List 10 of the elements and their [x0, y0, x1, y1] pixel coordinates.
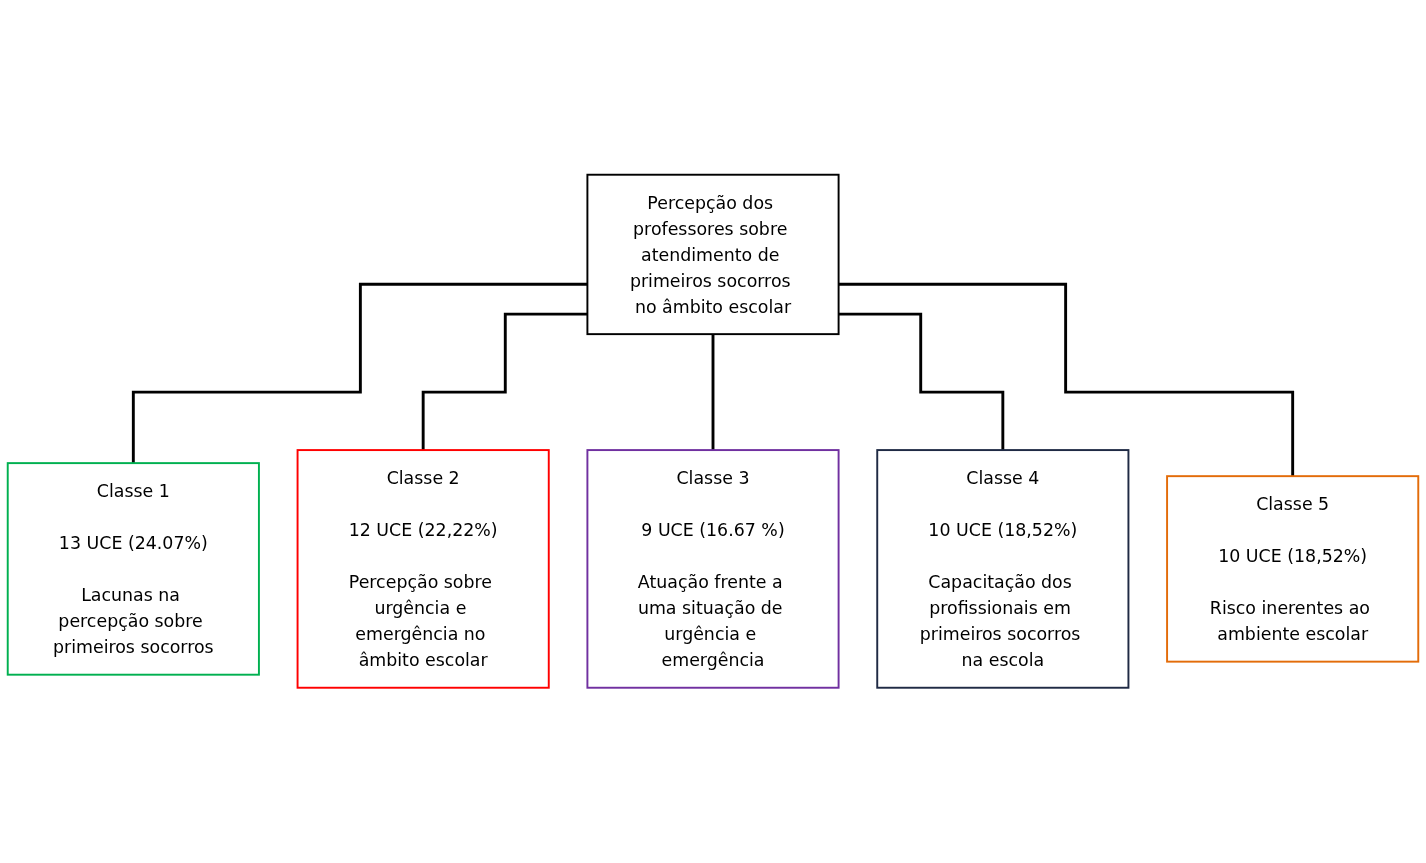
node-box: Percepção dos professores sobre atendimento de primeiros socorros no âmbito escolar: [586, 174, 840, 336]
connector: [131, 283, 588, 465]
node-box: Classe 5 10 UCE (18,52%) Risco inerentes ao ambiente escolar: [1166, 475, 1420, 663]
node-box: Classe 4 10 UCE (18,52%) Capacitação dos profissionais em primeiros socorros na escola: [876, 449, 1130, 689]
connector: [421, 312, 588, 452]
node-box: Classe 1 13 UCE (24.07%) Lacunas na percepção sobre primeiros socorros: [6, 462, 260, 676]
connector: [838, 283, 1295, 478]
connector: [838, 312, 1005, 452]
node-box: Classe 2 12 UCE (22,22%) Percepção sobre urgência e emergência no âmbito escolar: [296, 449, 550, 689]
node-box: Classe 3 9 UCE (16.67 %) Atuação frente a uma situação de urgência e emergência: [586, 449, 840, 689]
